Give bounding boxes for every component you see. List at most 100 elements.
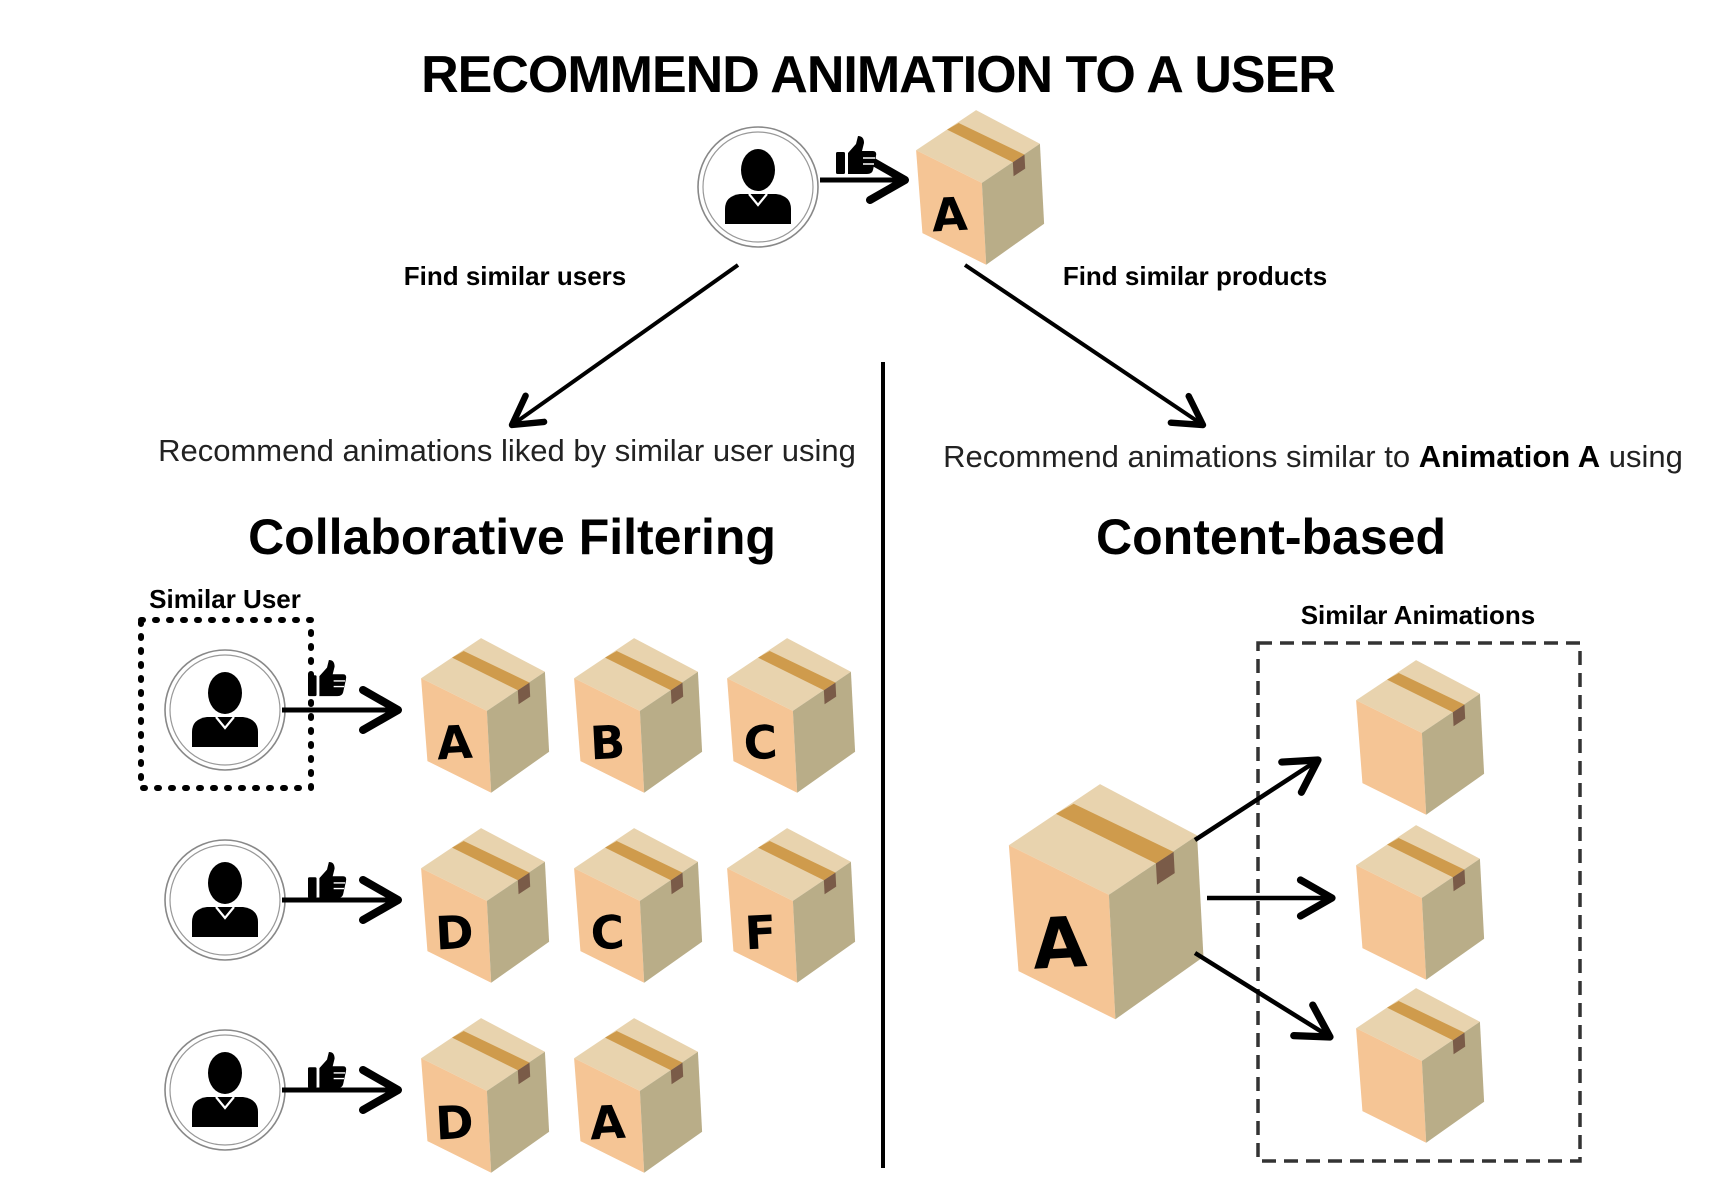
box-tape: [605, 841, 683, 881]
thumbs-up-icon: [836, 136, 877, 174]
user-head: [208, 672, 242, 714]
user-body: [725, 194, 791, 224]
box-right-face: [981, 143, 1045, 265]
box-letter: B: [589, 715, 627, 771]
box-letter: A: [1031, 902, 1089, 986]
box-top-face: [421, 638, 545, 711]
box-left-face: [1356, 865, 1427, 980]
box-tape-tab: [517, 1062, 531, 1085]
user-body: [192, 717, 258, 747]
box-tape-tab: [517, 872, 531, 895]
user-head: [208, 1052, 242, 1094]
content-recommend-prefix: Recommend animations similar to: [943, 439, 1419, 474]
similar-user-label: Similar User: [149, 584, 301, 614]
box-tape: [605, 1031, 683, 1071]
user-avatar-icon: [697, 126, 819, 248]
user-avatar-icon: [697, 126, 819, 248]
box-tape-tab: [517, 682, 531, 705]
box-tape-tab: [1012, 154, 1026, 177]
box-right-face: [486, 861, 550, 983]
box-letter: D: [434, 1095, 475, 1151]
box-letter: C: [589, 905, 626, 961]
thumbs-up-icon: [836, 136, 877, 174]
box-tape-tab: [1452, 1032, 1466, 1055]
branch-arrow-left: [508, 263, 740, 429]
find-similar-users-label: Find similar users: [404, 261, 627, 291]
user-body: [192, 907, 258, 937]
user-head: [741, 149, 775, 191]
box-top-face: [1356, 825, 1480, 898]
box-top-face: [1008, 784, 1198, 895]
box-left-face: [421, 1058, 492, 1173]
box-left-face: [1008, 845, 1116, 1020]
box-tape-tab: [1452, 704, 1466, 727]
source-animation-box: A: [1008, 784, 1204, 1020]
box-right-face: [1421, 858, 1485, 980]
page-title: RECOMMEND ANIMATION TO A USER: [421, 46, 1335, 104]
content-arrow-top: [1193, 756, 1322, 842]
animation-box-a: A: [916, 110, 1045, 265]
user-body: [192, 1097, 258, 1127]
animation-box: D: [421, 1018, 550, 1173]
box-left-face: [574, 678, 645, 793]
thumbs-up-icon: [308, 660, 347, 697]
box-right-face: [486, 1051, 550, 1173]
box-top-face: [574, 638, 698, 711]
user-head: [208, 862, 242, 904]
box-letter: A: [588, 1095, 627, 1151]
user-avatar-icon: [164, 649, 286, 771]
box-top-face: [574, 828, 698, 901]
content-based-heading: Content-based: [1096, 509, 1446, 565]
box-letter: C: [742, 715, 779, 771]
box-left-face: [1356, 1028, 1427, 1143]
content-recommend-bold: Animation A: [1419, 439, 1600, 474]
box-tape: [1055, 803, 1174, 864]
box-left-face: [727, 678, 798, 793]
box-tape: [452, 841, 530, 881]
box-tape: [1387, 673, 1465, 713]
similar-animation-boxes: [1356, 660, 1485, 1143]
box-left-face: [574, 868, 645, 983]
box-top-face: [1356, 988, 1480, 1061]
box-top-face: [727, 638, 851, 711]
box-right-face: [639, 1051, 703, 1173]
animation-box: B: [574, 638, 703, 793]
box-right-face: [639, 861, 703, 983]
box-right-face: [486, 671, 550, 793]
box-right-face: [792, 861, 856, 983]
box-tape: [605, 651, 683, 691]
animation-box: F: [727, 828, 856, 983]
box-letter: D: [434, 905, 475, 961]
user-avatar-icon: [164, 839, 286, 961]
box-letter: A: [930, 187, 969, 243]
box-top-face: [1356, 660, 1480, 733]
content-arrow-bottom: [1193, 951, 1334, 1041]
animation-box-a: A: [916, 110, 1045, 265]
thumbs-up-icon: [308, 862, 347, 899]
collaborative-filtering-heading: Collaborative Filtering: [248, 509, 776, 565]
similar-animation-box: [1356, 825, 1485, 980]
animation-box: D: [421, 828, 550, 983]
box-right-face: [639, 671, 703, 793]
box-right-face: [792, 671, 856, 793]
animation-box: A: [574, 1018, 703, 1173]
source-animation-box-a: A: [1008, 784, 1204, 1020]
box-tape-tab: [1452, 869, 1466, 892]
find-similar-products-label: Find similar products: [1063, 261, 1327, 291]
box-tape-tab: [1155, 851, 1175, 885]
box-letter: A: [435, 715, 474, 771]
box-top-face: [574, 1018, 698, 1091]
box-left-face: [574, 1058, 645, 1173]
box-tape: [758, 841, 836, 881]
box-tape-tab: [670, 872, 684, 895]
branch-arrow-right: [963, 263, 1207, 429]
box-letter: F: [743, 905, 777, 961]
similar-animation-box: [1356, 660, 1485, 815]
similar-animations-label: Similar Animations: [1301, 600, 1536, 630]
box-tape: [758, 651, 836, 691]
content-recommend-text: Recommend animations similar to Animatio…: [943, 439, 1683, 474]
box-tape: [452, 1031, 530, 1071]
box-left-face: [421, 868, 492, 983]
